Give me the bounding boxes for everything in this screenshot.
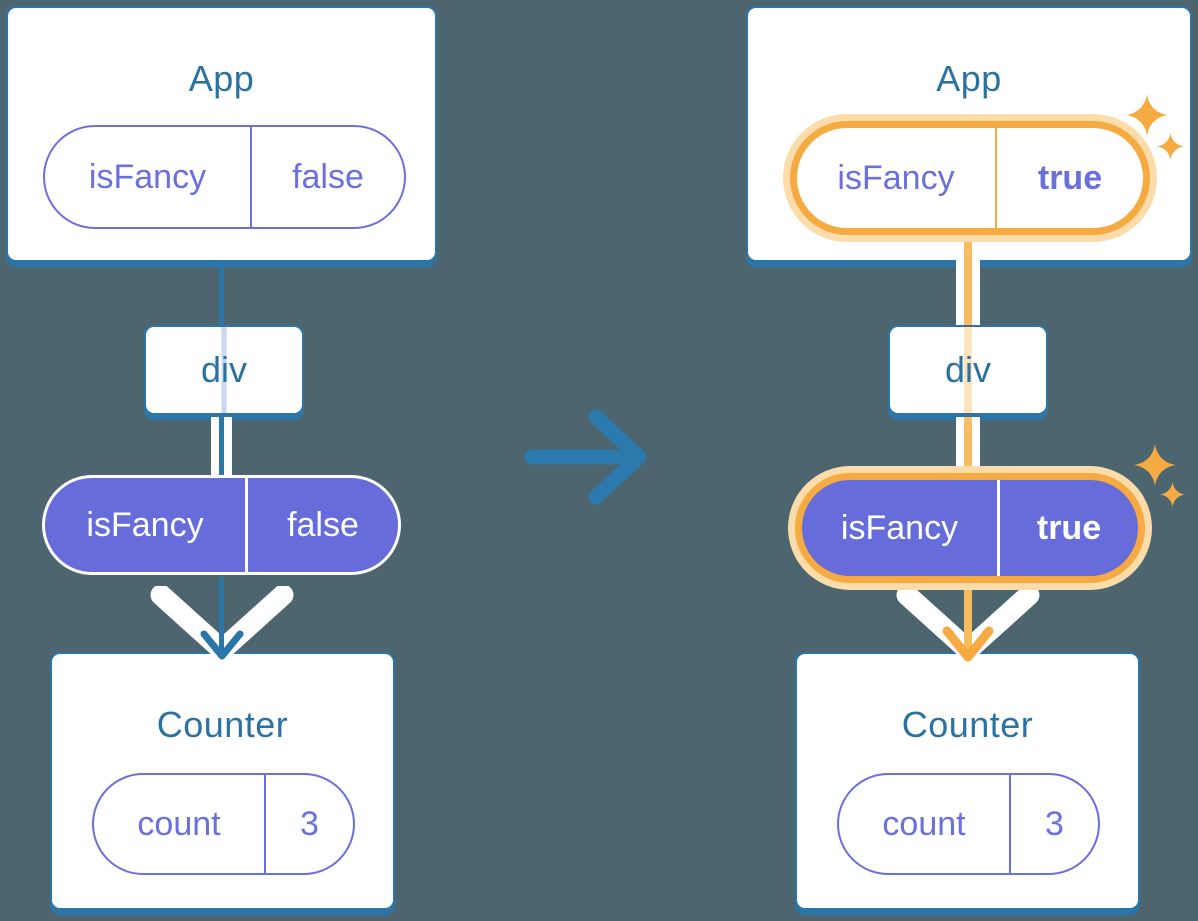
arrowhead-down-icon xyxy=(942,626,994,662)
sparkle-icon xyxy=(1157,133,1184,160)
state-pill-value: 3 xyxy=(300,804,319,843)
sparkle-icon xyxy=(1126,94,1168,136)
passed-prop-pill-highlighted: isFancy true xyxy=(802,480,1138,576)
prop-pill-value: true xyxy=(1037,158,1103,197)
passed-prop-pill-key: isFancy xyxy=(45,478,248,572)
component-card-div: div xyxy=(888,325,1048,415)
component-title: div xyxy=(944,349,992,390)
component-card-app: App isFancy true xyxy=(746,6,1192,262)
passed-prop-pill-value: true xyxy=(1036,508,1102,547)
component-card-counter: Counter count 3 xyxy=(50,652,395,910)
component-title: Counter xyxy=(901,704,1034,745)
component-title: App xyxy=(936,58,1002,99)
component-title: div xyxy=(200,349,248,390)
component-card-div: div xyxy=(144,325,304,415)
prop-flow-line xyxy=(964,578,972,654)
prop-flow-line xyxy=(956,417,980,480)
prop-flow-line xyxy=(964,240,972,260)
prop-flow-line xyxy=(219,260,224,327)
pass-through-line xyxy=(964,327,972,413)
prop-pill: isFancy false xyxy=(43,125,406,229)
passed-prop-pill-value: false xyxy=(287,505,359,544)
state-pill-key: count xyxy=(94,775,266,873)
sparkle-icon xyxy=(1134,444,1176,486)
component-card-app: App isFancy false xyxy=(6,6,437,262)
state-pill: count 3 xyxy=(837,773,1100,875)
passed-prop-pill-key: isFancy xyxy=(802,480,1000,576)
component-title: Counter xyxy=(156,704,289,745)
component-title: App xyxy=(188,58,255,99)
arrow-right-icon xyxy=(524,409,647,505)
passed-prop-pill: isFancy false xyxy=(42,475,401,575)
state-pill: count 3 xyxy=(92,773,355,875)
component-card-counter: Counter count 3 xyxy=(795,652,1140,910)
prop-pill-key: isFancy xyxy=(797,128,997,228)
prop-flow-line xyxy=(211,417,232,478)
pass-through-line xyxy=(221,327,227,413)
state-pill-value: 3 xyxy=(1045,804,1064,843)
prop-pill-value: false xyxy=(292,157,364,196)
prop-pill-key: isFancy xyxy=(45,127,252,227)
state-pill-key: count xyxy=(839,775,1011,873)
prop-flow-line xyxy=(219,577,224,654)
prop-pill-highlighted: isFancy true xyxy=(797,128,1143,228)
sparkle-icon xyxy=(1160,482,1185,507)
arrowhead-down-icon xyxy=(200,630,244,660)
prop-flow-line xyxy=(956,260,980,327)
